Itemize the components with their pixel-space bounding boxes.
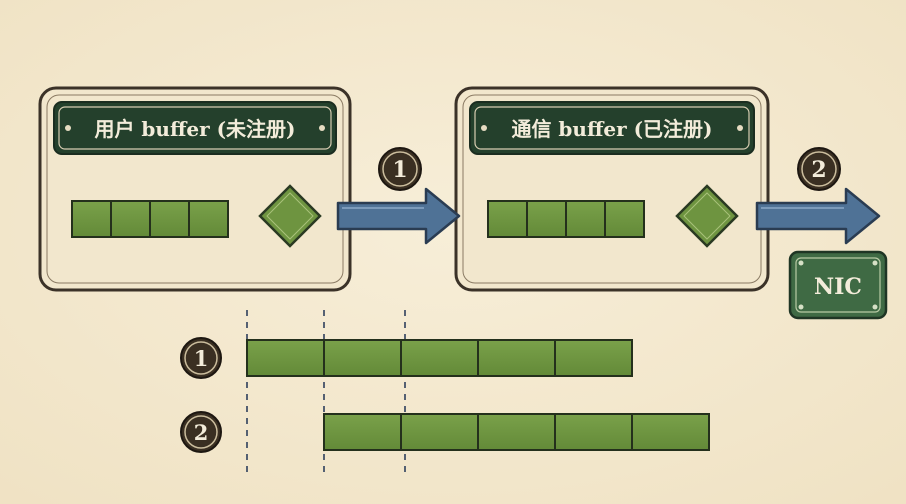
step-1-arrow-icon xyxy=(336,187,461,245)
comm-buffer-title: 通信 buffer (已注册) xyxy=(511,117,712,141)
nic-plate: NIC xyxy=(788,250,888,320)
timeline-1-label: 1 xyxy=(194,346,209,371)
timeline-row-1: 1 xyxy=(180,337,633,379)
plate-rivet-icon xyxy=(481,125,487,131)
buffer-cell xyxy=(565,200,606,238)
nic-rivet-icon xyxy=(798,260,804,266)
timeline-segment xyxy=(631,413,710,451)
plate-rivet-icon xyxy=(65,125,71,131)
nic-rivet-icon xyxy=(872,260,878,266)
plate-rivet-icon xyxy=(737,125,743,131)
nic-label: NIC xyxy=(814,274,862,300)
buffer-cell xyxy=(188,200,229,238)
timeline-segment xyxy=(400,413,479,451)
comm-buffer-cells xyxy=(487,200,645,238)
timeline-1-badge: 1 xyxy=(180,337,222,379)
timeline-2-badge: 2 xyxy=(180,411,222,453)
buffer-cell xyxy=(526,200,567,238)
timeline-1-bar xyxy=(246,339,633,377)
timeline-row-2: 2 xyxy=(180,411,710,453)
comm-diamond-icon xyxy=(675,184,739,248)
timeline-segment xyxy=(323,339,402,377)
buffer-cell xyxy=(487,200,528,238)
timeline-segment xyxy=(477,413,556,451)
timeline-segment xyxy=(400,339,479,377)
comm-buffer-title-plate: 通信 buffer (已注册) xyxy=(469,101,755,155)
step-2-label: 2 xyxy=(811,157,826,183)
buffer-cell xyxy=(149,200,190,238)
buffer-cell xyxy=(71,200,112,238)
user-buffer-cells xyxy=(71,200,229,238)
user-buffer-title-plate: 用户 buffer (未注册) xyxy=(53,101,337,155)
buffer-cell xyxy=(604,200,645,238)
user-buffer-title: 用户 buffer (未注册) xyxy=(94,117,295,141)
user-diamond-icon xyxy=(258,184,322,248)
step-2-badge: 2 xyxy=(797,147,841,191)
timeline-guides xyxy=(246,310,406,478)
buffer-cell xyxy=(110,200,151,238)
step-1-label: 1 xyxy=(392,157,407,183)
step-1-badge: 1 xyxy=(378,147,422,191)
plate-rivet-icon xyxy=(319,125,325,131)
timeline-2-label: 2 xyxy=(194,420,209,445)
comm-buffer-panel: 通信 buffer (已注册) xyxy=(454,86,770,292)
timeline-segment xyxy=(323,413,402,451)
timeline-segment xyxy=(554,339,633,377)
timeline-segment xyxy=(554,413,633,451)
timeline-2-bar xyxy=(323,413,710,451)
step-2-arrow-icon xyxy=(755,187,881,245)
timeline-segment xyxy=(246,339,325,377)
timeline-segment xyxy=(477,339,556,377)
nic-rivet-icon xyxy=(872,304,878,310)
user-buffer-panel: 用户 buffer (未注册) xyxy=(38,86,352,292)
nic-rivet-icon xyxy=(798,304,804,310)
